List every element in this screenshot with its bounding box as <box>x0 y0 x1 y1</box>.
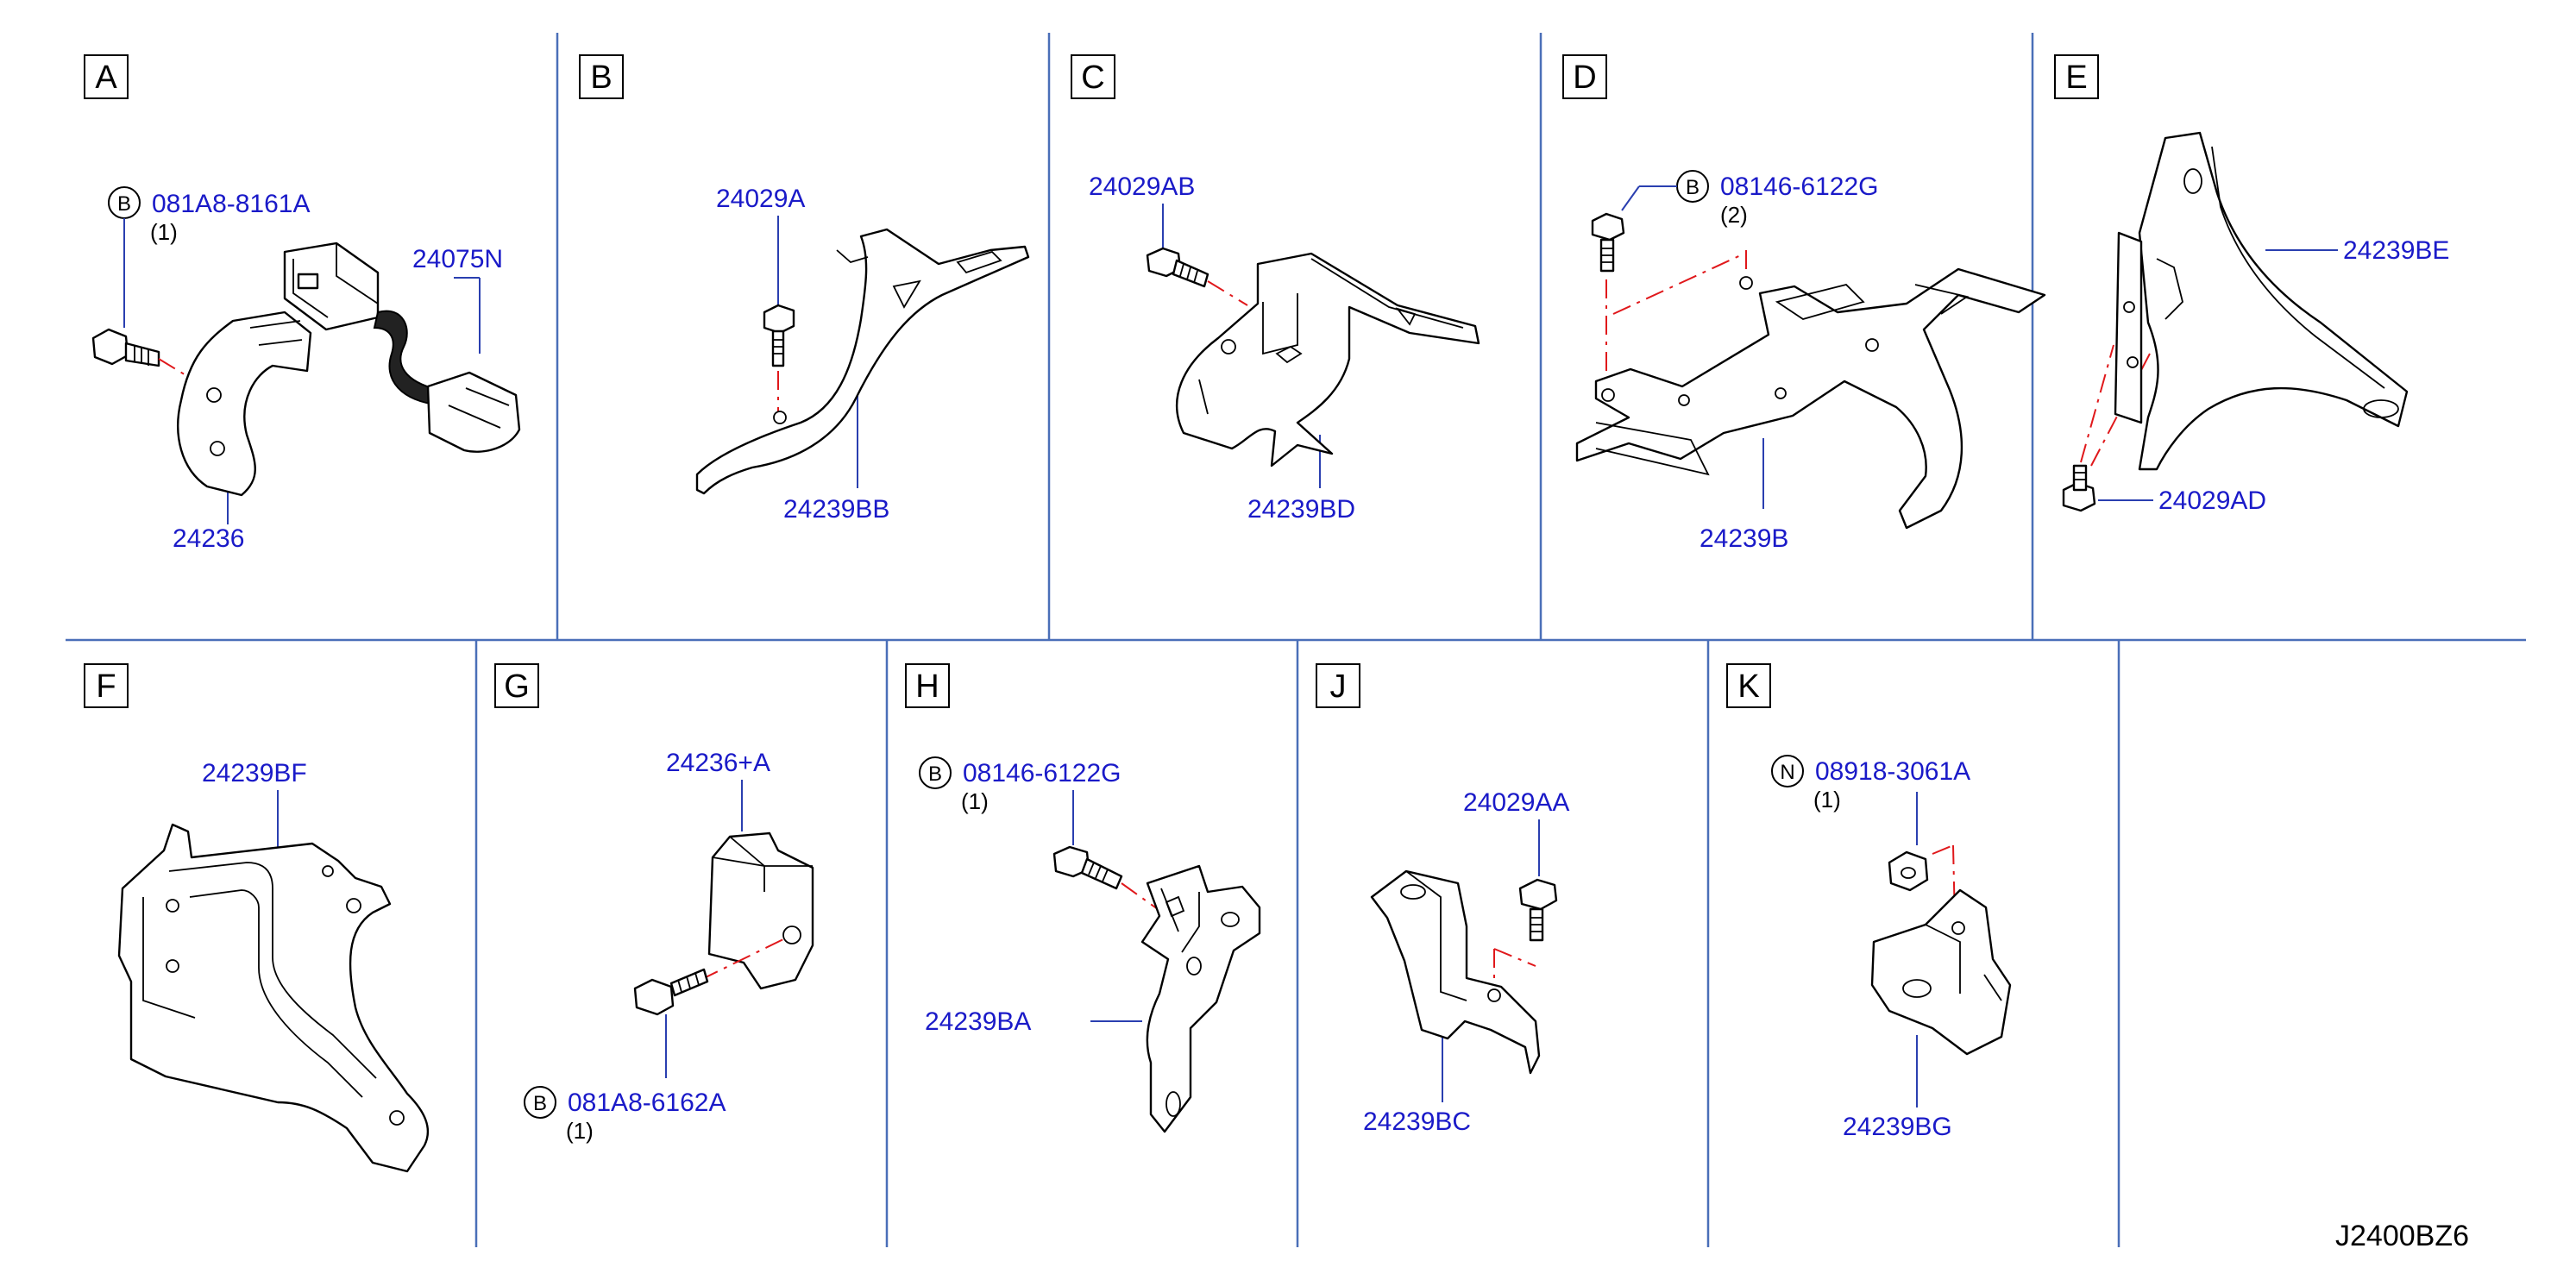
bracket-drawing <box>117 823 430 1173</box>
section-letter: A <box>95 60 117 96</box>
section-grid <box>66 33 2526 1247</box>
section-f: F 24239BF <box>84 663 430 1173</box>
nut-badge-letter: N <box>1780 761 1794 784</box>
section-letter: K <box>1737 668 1759 705</box>
bolt-badge-letter: B <box>1686 176 1700 199</box>
bracket-drawing <box>695 228 1030 495</box>
bolt-icon <box>91 328 160 367</box>
nut-badge-icon <box>1771 755 1804 787</box>
section-letter-box <box>1726 663 1771 708</box>
part-label-bolt[interactable]: 24029AD <box>2158 486 2266 515</box>
bracket-drawing <box>1575 267 2046 530</box>
bracket-drawing <box>177 311 312 497</box>
bolt-badge-letter: B <box>533 1092 547 1115</box>
bracket-drawing <box>1370 869 1541 1075</box>
part-label-bolt[interactable]: 081A8-8161A <box>152 190 311 218</box>
bolt-icon <box>763 304 795 367</box>
bolt-icon <box>2062 464 2096 512</box>
bolt-quantity: (1) <box>566 1118 594 1144</box>
section-letter-box <box>494 663 539 708</box>
connector-icon <box>283 242 521 453</box>
part-label-bolt[interactable]: 24029AB <box>1089 173 1195 201</box>
part-label-bracket[interactable]: 24239B <box>1700 524 1788 553</box>
section-letter-box <box>579 54 624 99</box>
bolt-quantity: (2) <box>1720 202 1748 228</box>
bolt-badge-letter: B <box>928 762 942 786</box>
bolt-quantity: (1) <box>150 219 178 245</box>
part-label-bolt[interactable]: 08146-6122G <box>1720 173 1879 201</box>
section-c: C 24029AB 24239BD <box>1071 54 1480 524</box>
section-j: J 24029AA 24239BC <box>1316 663 1569 1136</box>
section-letter: C <box>1081 60 1104 96</box>
part-label-bracket[interactable]: 24236+A <box>666 749 770 777</box>
bolt-quantity: (1) <box>961 788 989 814</box>
section-b: B 24029A 24239BB <box>579 54 1030 524</box>
bolt-icon <box>1052 845 1123 890</box>
part-label-bracket[interactable]: 24239BG <box>1843 1113 1952 1141</box>
part-label-bracket[interactable]: 24239BE <box>2343 236 2449 265</box>
section-letter: G <box>504 668 530 705</box>
bolt-badge-letter: B <box>117 192 131 216</box>
bolt-icon <box>1518 878 1558 942</box>
bracket-drawing <box>1870 888 2012 1056</box>
part-label-bracket[interactable]: 24239BB <box>783 495 889 524</box>
section-letter-box <box>1562 54 1607 99</box>
section-a: A B 081A8-8161A (1) 24075N 24236 <box>84 54 521 553</box>
nut-quantity: (1) <box>1813 787 1841 813</box>
section-letter-box <box>905 663 950 708</box>
section-h: H B 08146-6122G (1) 24239BA <box>905 663 1261 1133</box>
bolt-icon <box>1591 212 1625 273</box>
nut-icon <box>1888 850 1929 892</box>
section-e: E 24239BE 24029AD <box>2054 54 2449 515</box>
part-label-bracket[interactable]: 24239BA <box>925 1007 1031 1036</box>
part-label-harness[interactable]: 24075N <box>412 245 503 273</box>
bracket-drawing <box>2114 131 2409 471</box>
section-letter: D <box>1573 60 1596 96</box>
diagram-code: J2400BZ6 <box>2335 1220 2469 1252</box>
section-g: G 24236+A B 081A8-6162A (1) <box>494 663 814 1144</box>
part-label-bracket[interactable]: 24239BC <box>1363 1107 1471 1136</box>
section-k: K N 08918-3061A (1) 24239BG <box>1726 663 2012 1141</box>
section-letter: H <box>915 668 939 705</box>
bolt-badge-icon <box>524 1086 556 1119</box>
part-label-bracket[interactable]: 24239BD <box>1247 495 1355 524</box>
bracket-drawing <box>707 831 814 990</box>
bolt-icon <box>633 968 709 1016</box>
part-label-bolt[interactable]: 081A8-6162A <box>568 1089 726 1117</box>
bolt-icon <box>1146 247 1209 288</box>
part-label-bolt[interactable]: 08146-6122G <box>963 759 1122 787</box>
section-letter: F <box>96 668 116 705</box>
part-label-bolt[interactable]: 24029AA <box>1463 788 1569 817</box>
part-label-nut[interactable]: 08918-3061A <box>1815 757 1970 786</box>
section-letter-box <box>2054 54 2099 99</box>
section-letter: J <box>1330 668 1347 705</box>
section-d: D B 08146-6122G (2) 24239B <box>1562 54 2046 553</box>
bracket-drawing <box>1140 864 1261 1133</box>
bracket-drawing <box>1175 252 1480 467</box>
section-letter: E <box>2065 60 2087 96</box>
part-label-bolt[interactable]: 24029A <box>716 185 805 213</box>
section-letter: B <box>590 60 612 96</box>
section-letter-box <box>1071 54 1115 99</box>
section-letter-box <box>1316 663 1360 708</box>
section-letter-box <box>84 54 129 99</box>
part-label-bracket[interactable]: 24236 <box>173 524 244 553</box>
part-label-bracket[interactable]: 24239BF <box>202 759 307 787</box>
bolt-badge-icon <box>919 756 952 789</box>
section-letter-box <box>84 663 129 708</box>
